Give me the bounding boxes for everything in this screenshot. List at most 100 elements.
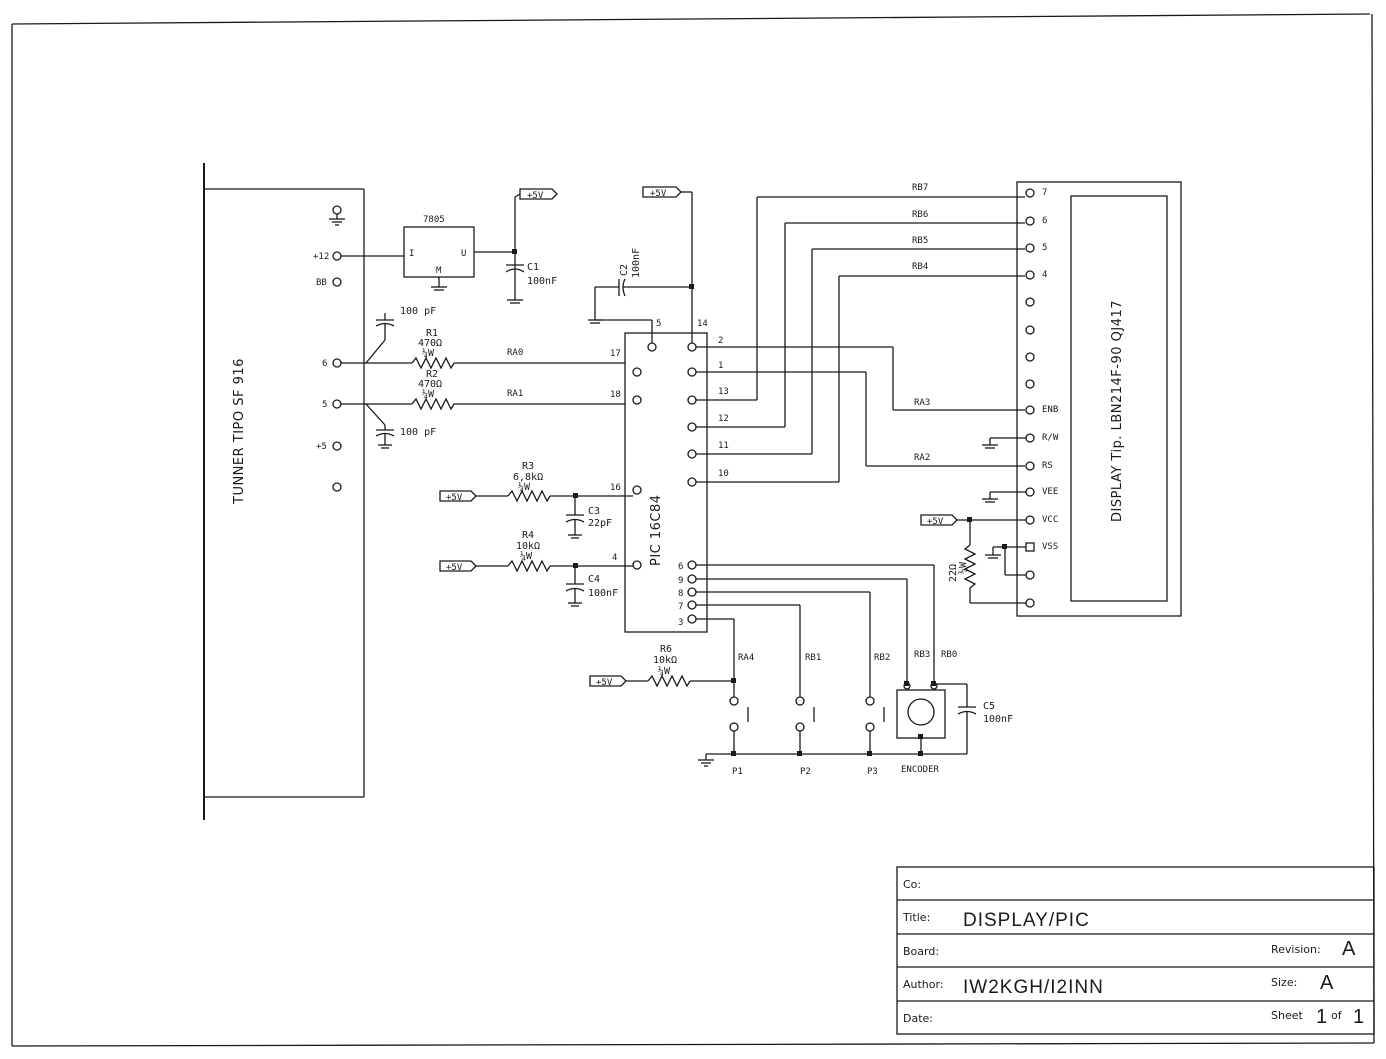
svg-text:R1: R1	[426, 328, 438, 339]
of-label: of	[1331, 1009, 1343, 1022]
svg-text:+5V: +5V	[446, 563, 463, 573]
svg-text:C2: C2	[619, 264, 630, 276]
svg-text:22pF: 22pF	[588, 518, 612, 529]
svg-text:U: U	[461, 249, 466, 259]
encoder	[896, 681, 946, 754]
supply-tag-icon: +5V	[642, 186, 682, 199]
svg-text:18: 18	[610, 390, 621, 400]
label-p1: P1	[732, 767, 743, 777]
label-p3: P3	[867, 767, 878, 777]
pushbutton-p2	[795, 696, 815, 756]
svg-text:6: 6	[1042, 216, 1047, 226]
svg-text:3: 3	[678, 618, 683, 628]
svg-text:C4: C4	[588, 574, 600, 585]
title-value: DISPLAY/PIC	[963, 910, 1090, 931]
svg-text:M: M	[436, 266, 442, 276]
svg-text:4: 4	[1042, 270, 1047, 280]
net-rb5: RB5	[912, 236, 928, 246]
svg-text:¼W: ¼W	[957, 561, 969, 574]
svg-text:7: 7	[678, 602, 683, 612]
capacitor-c4: C4 100nF	[565, 566, 618, 607]
co-label: Co:	[903, 878, 921, 891]
supply-tag-icon: +5V	[920, 514, 958, 527]
svg-text:R6: R6	[660, 644, 672, 655]
svg-text:8: 8	[678, 589, 683, 599]
resistor-r3: R3 6,8kΩ ¼W	[507, 461, 551, 503]
svg-text:2: 2	[718, 336, 723, 346]
net-rb0: RB0	[941, 650, 957, 660]
supply-tag-icon: +5V	[439, 490, 477, 503]
size-label: Size:	[1271, 976, 1297, 989]
label-p2: P2	[800, 767, 811, 777]
svg-text:100 pF: 100 pF	[400, 306, 436, 317]
net-ra4: RA4	[738, 653, 754, 663]
svg-text:11: 11	[718, 441, 729, 451]
display-label: DISPLAY Tip. LBN214F-90 QJ417	[1110, 300, 1125, 522]
title-block: Co: Title: DISPLAY/PIC Board: Revision: …	[896, 866, 1375, 1035]
svg-text:100nF: 100nF	[527, 276, 557, 287]
resistor-r4: R4 10kΩ ¼W	[507, 530, 551, 573]
supply-tag-icon: +5V	[519, 188, 558, 201]
svg-text:7: 7	[1042, 188, 1047, 198]
svg-text:C1: C1	[527, 262, 539, 273]
svg-text:10: 10	[718, 469, 729, 479]
svg-text:C3: C3	[588, 506, 600, 517]
svg-text:470Ω: 470Ω	[418, 338, 442, 349]
pic-16c84: PIC 16C84 5 14 17 18 16 4 2 1 13 12 11 1…	[610, 319, 729, 633]
svg-text:¼W: ¼W	[658, 665, 671, 677]
svg-text:+5V: +5V	[446, 493, 463, 503]
pushbutton-p1	[729, 696, 749, 756]
supply-tag-icon: +5V	[439, 560, 477, 573]
revision-value: A	[1342, 938, 1356, 960]
board-label: Board:	[903, 945, 939, 958]
resistor-r2: R2 470Ω ¼W	[411, 369, 455, 411]
net-ra2: RA2	[914, 453, 930, 463]
svg-text:14: 14	[697, 319, 708, 329]
svg-text:100nF: 100nF	[983, 714, 1013, 725]
svg-text:100nF: 100nF	[588, 588, 618, 599]
author-label: Author:	[903, 978, 944, 991]
svg-text:5: 5	[1042, 243, 1047, 253]
net-rb4: RB4	[912, 262, 928, 272]
svg-text:+5V: +5V	[650, 189, 667, 199]
svg-text:¼W: ¼W	[422, 347, 435, 359]
svg-text:5: 5	[656, 319, 661, 329]
svg-text:R4: R4	[522, 530, 534, 541]
revision-label: Revision:	[1271, 943, 1321, 956]
capacitor-c2: C2 100nF	[618, 248, 642, 297]
svg-text:I: I	[409, 249, 414, 259]
svg-text:1: 1	[718, 361, 723, 371]
svg-text:VEE: VEE	[1042, 487, 1058, 497]
size-value: A	[1320, 972, 1334, 994]
capacitor-c5: C5 100nF	[957, 701, 1013, 725]
svg-text:6: 6	[678, 562, 683, 572]
ground-icon	[329, 205, 345, 226]
svg-text:470Ω: 470Ω	[418, 379, 442, 390]
svg-text:ENB: ENB	[1042, 405, 1058, 415]
net-rb6: RB6	[912, 210, 928, 220]
date-label: Date:	[903, 1012, 933, 1025]
tuner-pin-6: 6	[322, 359, 327, 369]
resistor-r6: R6 10kΩ ¼W	[647, 644, 691, 688]
tuner-module: TUNNER TIPO SF 916 +12 BB 6 5 +5	[203, 163, 365, 820]
of-value: 1	[1353, 1006, 1364, 1028]
title-label: Title:	[902, 911, 930, 924]
svg-text:R/W: R/W	[1042, 433, 1059, 443]
tuner-label: TUNNER TIPO SF 916	[232, 358, 247, 505]
supply-tag-icon: +5V	[589, 675, 627, 688]
tuner-pin-bb: BB	[316, 278, 327, 288]
svg-text:16: 16	[610, 483, 621, 493]
svg-text:C5: C5	[983, 701, 995, 712]
capacitor-input-bottom: 100 pF	[365, 403, 436, 449]
lcd-display: DISPLAY Tip. LBN214F-90 QJ417 7 6 5 4 EN…	[1016, 181, 1182, 617]
resistor-r1: R1 470Ω ¼W	[411, 328, 455, 370]
net-ra0: RA0	[507, 348, 523, 358]
pic-label: PIC 16C84	[649, 494, 664, 566]
svg-text:100nF: 100nF	[631, 248, 642, 278]
net-rb7: RB7	[912, 183, 928, 193]
sheet-value: 1	[1316, 1006, 1327, 1028]
svg-text:10kΩ: 10kΩ	[516, 541, 540, 552]
net-rb3: RB3	[914, 650, 930, 660]
svg-text:9: 9	[678, 576, 683, 586]
